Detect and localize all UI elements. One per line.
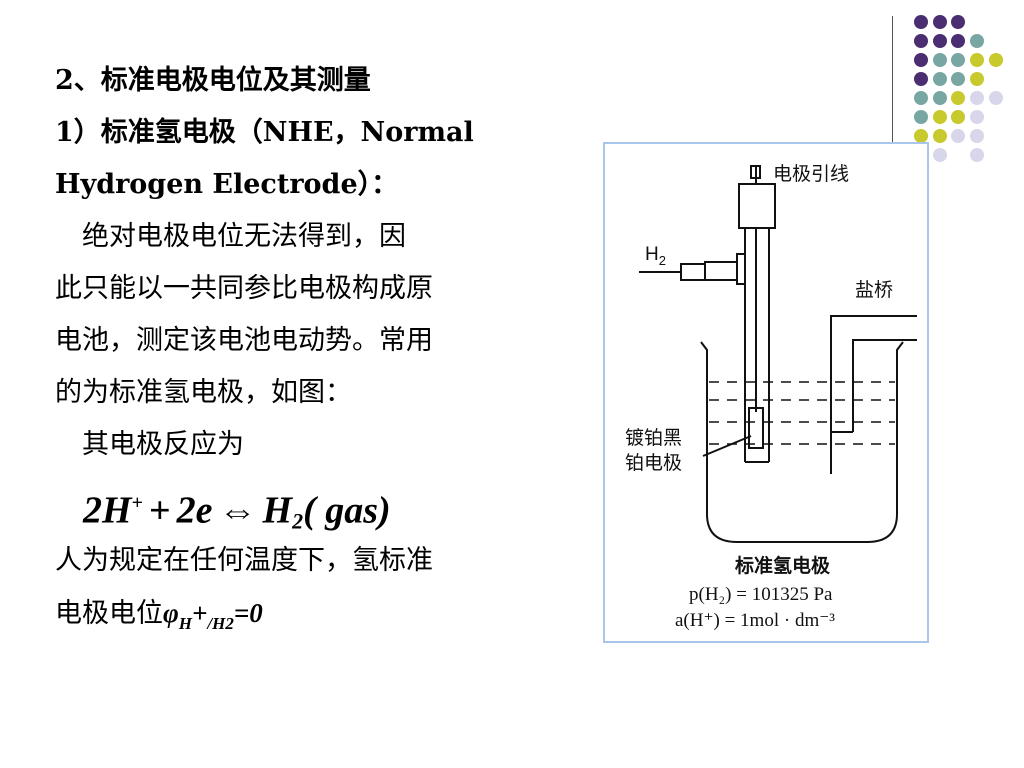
decor-dot	[970, 53, 984, 67]
decor-dot	[933, 148, 947, 162]
phi-sub-h2: /H2	[207, 614, 234, 633]
divider-line	[892, 16, 893, 148]
eq-sub-3: 2	[292, 508, 304, 534]
decor-dot	[951, 91, 965, 105]
paragraph-line-1: 绝对电极电位无法得到，因	[55, 221, 406, 252]
decor-dot	[970, 91, 984, 105]
subheading-line-1: 1）标准氢电极（NHE，Normal	[55, 117, 474, 148]
decor-dot	[914, 72, 928, 86]
potential-line: 电极电位φH+/H2=0	[55, 587, 555, 639]
decor-dot	[970, 148, 984, 162]
decor-dot	[951, 110, 965, 124]
potential-formula: φH+/H2=0	[163, 598, 263, 633]
eq-term-1: 2H	[83, 489, 132, 532]
decor-dot	[970, 110, 984, 124]
hydrogen-electrode-figure: 电极引线 H2 盐桥 镀铂黑 铂电极 标准氢电极 p(H₂) = 101325 …	[603, 142, 929, 643]
decor-dot	[914, 53, 928, 67]
decor-dot	[933, 129, 947, 143]
phi-value: =0	[233, 598, 263, 628]
decor-dot	[933, 91, 947, 105]
slide-text: 2、标准电极电位及其测量 1）标准氢电极（NHE，Normal Hydrogen…	[55, 55, 555, 639]
label-electrode-lead: 电极引线	[773, 163, 849, 185]
decor-dot	[970, 72, 984, 86]
eq-plus: +	[148, 489, 171, 532]
phi-symbol: φ	[163, 598, 179, 628]
subheading-line-2: Hydrogen Electrode）：	[55, 169, 399, 200]
eq-arrow: ⇔	[218, 489, 257, 532]
decor-dot	[951, 129, 965, 143]
reaction-equation: 2H++2e⇔H2( gas)	[55, 471, 555, 535]
decor-dot	[951, 53, 965, 67]
label-platinized-1: 镀铂黑	[625, 427, 682, 449]
figure-caption: 标准氢电极	[735, 554, 831, 577]
decor-dot	[951, 72, 965, 86]
decor-dot	[933, 110, 947, 124]
potential-prefix: 电极电位	[55, 598, 163, 629]
eq-gas: ( gas)	[303, 489, 391, 532]
reaction-intro: 其电极反应为	[55, 429, 244, 460]
label-h2-letter: H	[645, 244, 659, 265]
condition-activity: a(H⁺) = 1mol · dm⁻³	[675, 610, 835, 631]
decor-dot	[914, 129, 928, 143]
decor-dot	[951, 34, 965, 48]
decor-dot	[914, 91, 928, 105]
label-h2: H2	[645, 244, 666, 268]
paragraph-line-4: 的为标准氢电极，如图：	[55, 377, 352, 408]
label-platinized-2: 铂电极	[625, 452, 682, 474]
electrode-diagram: 电极引线 H2 盐桥 镀铂黑 铂电极 标准氢电极 p(H₂) = 101325 …	[625, 163, 917, 631]
label-salt-bridge: 盐桥	[855, 279, 893, 301]
decor-dot	[933, 72, 947, 86]
eq-term-2: 2e	[176, 489, 213, 532]
decor-dot	[989, 91, 1003, 105]
paragraph-line-3: 电池，测定该电池电动势。常用	[55, 325, 433, 356]
decor-dot	[914, 15, 928, 29]
decor-dot	[933, 15, 947, 29]
phi-plus: +	[192, 598, 208, 628]
decor-dot	[970, 129, 984, 143]
decor-dot	[914, 110, 928, 124]
decor-dot	[933, 53, 947, 67]
decor-dot	[989, 53, 1003, 67]
label-h2-sub: 2	[659, 253, 666, 268]
paragraph-line-2: 此只能以一共同参比电极构成原	[55, 273, 433, 304]
decor-dot	[933, 34, 947, 48]
decor-dot	[914, 34, 928, 48]
decor-dot	[951, 15, 965, 29]
section-heading: 2、标准电极电位及其测量	[55, 65, 371, 96]
eq-sup-1: +	[131, 492, 143, 514]
condition-pressure: p(H₂) = 101325 Pa	[689, 584, 833, 605]
convention-line: 人为规定在任何温度下，氢标准	[55, 545, 433, 576]
decor-dot	[970, 34, 984, 48]
decorative-dot-grid	[914, 15, 1003, 162]
eq-term-3: H	[262, 489, 293, 532]
phi-sub-h: H	[178, 614, 193, 633]
